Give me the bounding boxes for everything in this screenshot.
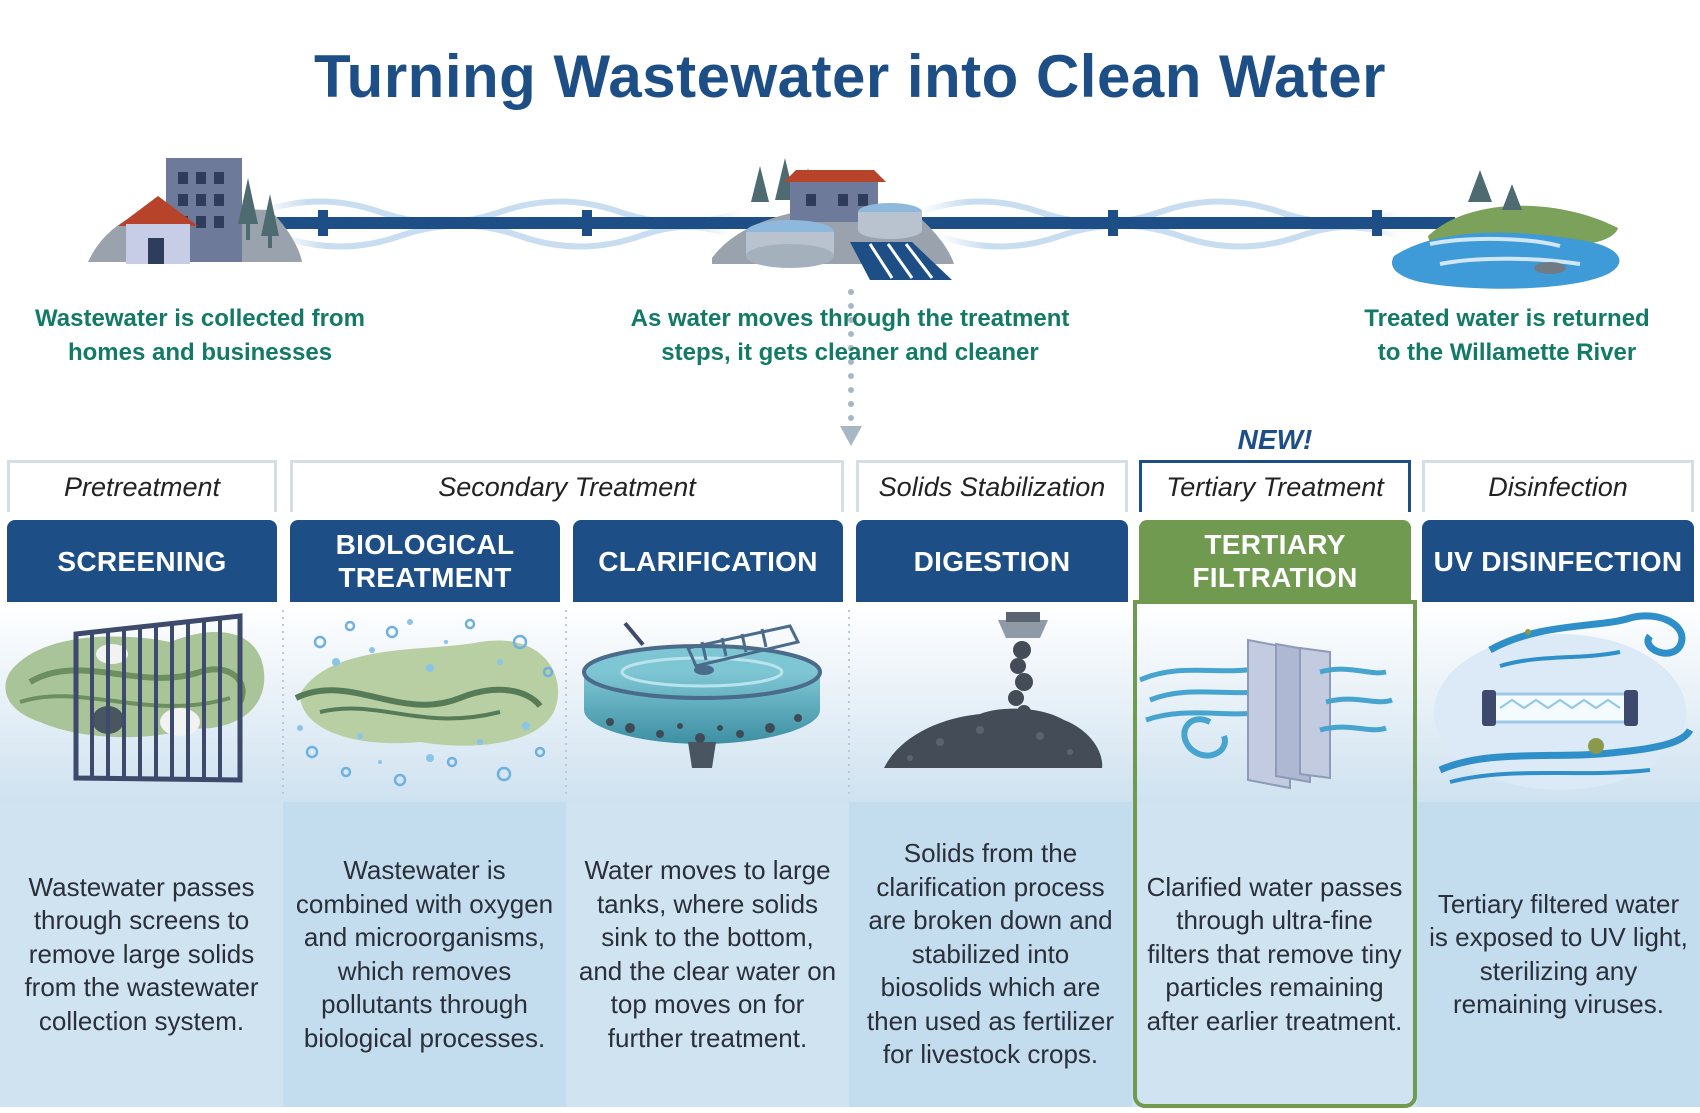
phase-disinfection: Disinfection [1422,460,1694,512]
step-title-biological-treatment: BIOLOGICAL TREATMENT [290,520,560,602]
step-title-uv-disinfection: UV DISINFECTION [1422,520,1694,602]
digestion-icon [884,612,1103,768]
caption-return: Treated water is returned to the Willame… [1364,305,1650,366]
pipe-joints [318,210,1382,236]
step-title-tertiary-filtration: TERTIARY FILTRATION [1139,520,1411,602]
caption-collection: Wastewater is collected from homes and b… [35,305,365,366]
illustration-band [0,602,1700,802]
step-title-screening: SCREENING [7,520,277,602]
phase-solids-stabilization: Solids Stabilization [856,460,1128,512]
flow-arrow-dotted [840,289,862,446]
step-desc-biological-treatment: Wastewater is combined with oxygen and m… [283,802,566,1107]
phase-pretreatment: Pretreatment [7,460,277,512]
pipeline-scene [88,158,1620,446]
tertiary-filtration-icon [1138,638,1393,790]
biological-treatment-icon [294,618,559,787]
step-title-clarification: CLARIFICATION [573,520,843,602]
step-desc-screening: Wastewater passes through screens to rem… [0,802,283,1107]
step-desc-tertiary-filtration: Clarified water passes through ultra-fin… [1132,802,1417,1107]
phase-tertiary-treatment: Tertiary Treatment [1139,460,1411,512]
city-icon [88,158,302,264]
step-desc-digestion: Solids from the clarification process ar… [849,802,1132,1107]
caption-treatment: As water moves through the treatment ste… [630,305,1070,366]
uv-disinfection-icon [1434,612,1694,790]
step-desc-uv-disinfection: Tertiary filtered water is exposed to UV… [1417,802,1700,1107]
step-title-digestion: DIGESTION [856,520,1128,602]
page-title: Turning Wastewater into Clean Water [313,43,1387,110]
treatment-plant-icon [712,158,954,280]
clarification-icon [582,621,822,768]
new-badge: NEW! [1237,424,1313,455]
screening-icon [5,613,265,783]
phase-secondary-treatment: Secondary Treatment [290,460,844,512]
step-desc-clarification: Water moves to large tanks, where solids… [566,802,849,1107]
river-icon [1391,170,1620,289]
